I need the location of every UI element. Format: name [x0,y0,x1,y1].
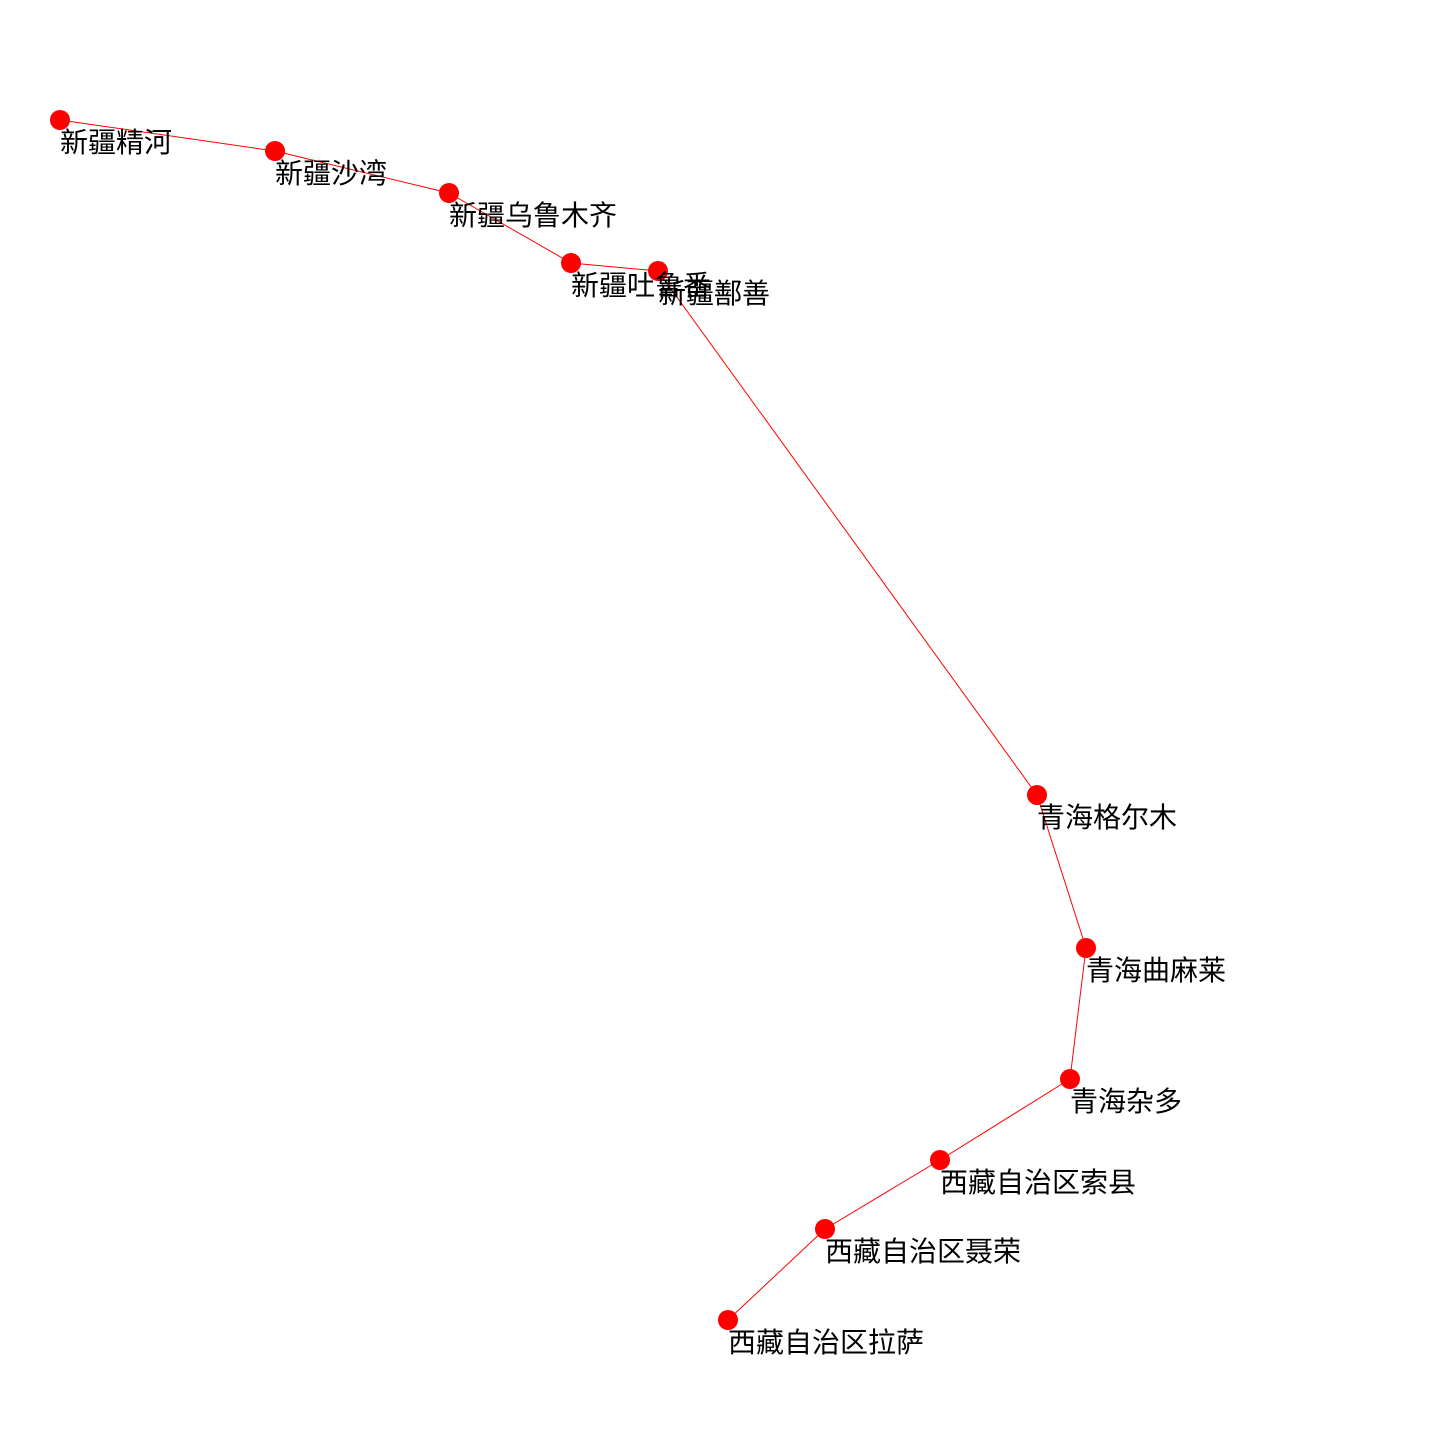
node-shawan [265,141,285,161]
node-lasa [718,1310,738,1330]
node-label-turpan: 新疆吐鲁番 [571,269,711,302]
node-urumqi [439,183,459,203]
node-jinghe [50,110,70,130]
node-label-qumalai: 青海曲麻莱 [1086,954,1226,987]
edge-nierong-lasa [727,1228,826,1321]
edges-layer [59,119,1087,1321]
node-label-suoxian: 西藏自治区索县 [940,1166,1136,1199]
node-label-jinghe: 新疆精河 [60,126,172,159]
node-label-nierong: 西藏自治区聂荣 [825,1235,1021,1268]
edge-zaduo-suoxian [939,1078,1071,1161]
node-turpan [561,253,581,273]
node-label-lasa: 西藏自治区拉萨 [728,1326,924,1359]
node-nierong [815,1219,835,1239]
node-label-urumqi: 新疆乌鲁木齐 [449,199,617,232]
node-label-golmud: 青海格尔木 [1037,801,1177,834]
node-zaduo [1060,1069,1080,1089]
node-suoxian [930,1150,950,1170]
edge-shanshan-golmud [657,270,1038,796]
nodes-layer [50,110,1096,1330]
node-golmud [1027,785,1047,805]
edge-suoxian-nierong [824,1159,941,1230]
labels-layer: 新疆精河新疆沙湾新疆乌鲁木齐新疆吐鲁番新疆鄯善青海格尔木青海曲麻莱青海杂多西藏自… [60,126,1226,1359]
edge-golmud-qumalai [1036,794,1087,949]
node-label-shawan: 新疆沙湾 [275,157,387,190]
node-label-zaduo: 青海杂多 [1070,1085,1182,1118]
edge-urumqi-turpan [448,192,572,264]
edge-qumalai-zaduo [1069,947,1087,1080]
node-label-shanshan: 新疆鄯善 [658,277,770,310]
edge-shawan-urumqi [274,150,450,194]
edge-turpan-shanshan [570,262,659,272]
edge-jinghe-shawan [59,119,276,152]
node-shanshan [648,261,668,281]
node-qumalai [1076,938,1096,958]
